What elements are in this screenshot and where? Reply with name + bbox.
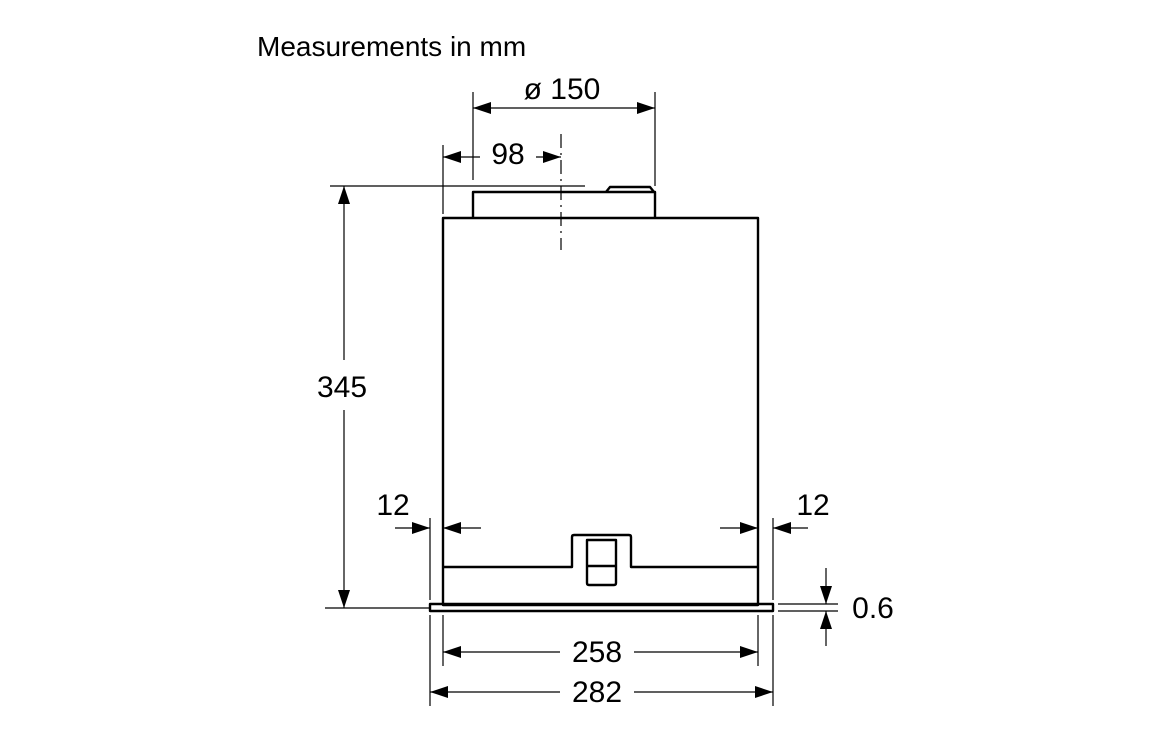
right-margin-label: 12 — [796, 489, 829, 522]
bottom-panel — [428, 602, 775, 613]
dimension-right-margin: 12 — [720, 489, 830, 600]
handle — [585, 538, 618, 587]
dimension-duct-offset: 98 — [442, 138, 561, 214]
height-label: 345 — [317, 371, 367, 404]
drawing-title: Measurements in mm — [257, 31, 526, 62]
dimension-body-width: 258 — [442, 615, 759, 669]
appliance-outline — [428, 134, 775, 613]
panel-width-label: 282 — [572, 676, 622, 709]
duct-offset-label: 98 — [491, 138, 524, 171]
dimension-panel-width: 282 — [429, 615, 774, 709]
collar-tab — [605, 185, 655, 193]
body — [441, 216, 760, 607]
panel-thickness-label: 0.6 — [852, 592, 894, 625]
top-collar — [471, 190, 657, 218]
dimension-left-margin: 12 — [376, 489, 481, 600]
body-width-label: 258 — [572, 636, 622, 669]
left-margin-label: 12 — [376, 489, 409, 522]
dimension-duct-diameter: ø 150 — [472, 73, 656, 186]
duct-diameter-label: ø 150 — [524, 73, 601, 106]
dimension-height: 345 — [317, 185, 585, 609]
inner-ledge — [443, 533, 758, 569]
dimension-panel-thickness: 0.6 — [778, 568, 894, 646]
